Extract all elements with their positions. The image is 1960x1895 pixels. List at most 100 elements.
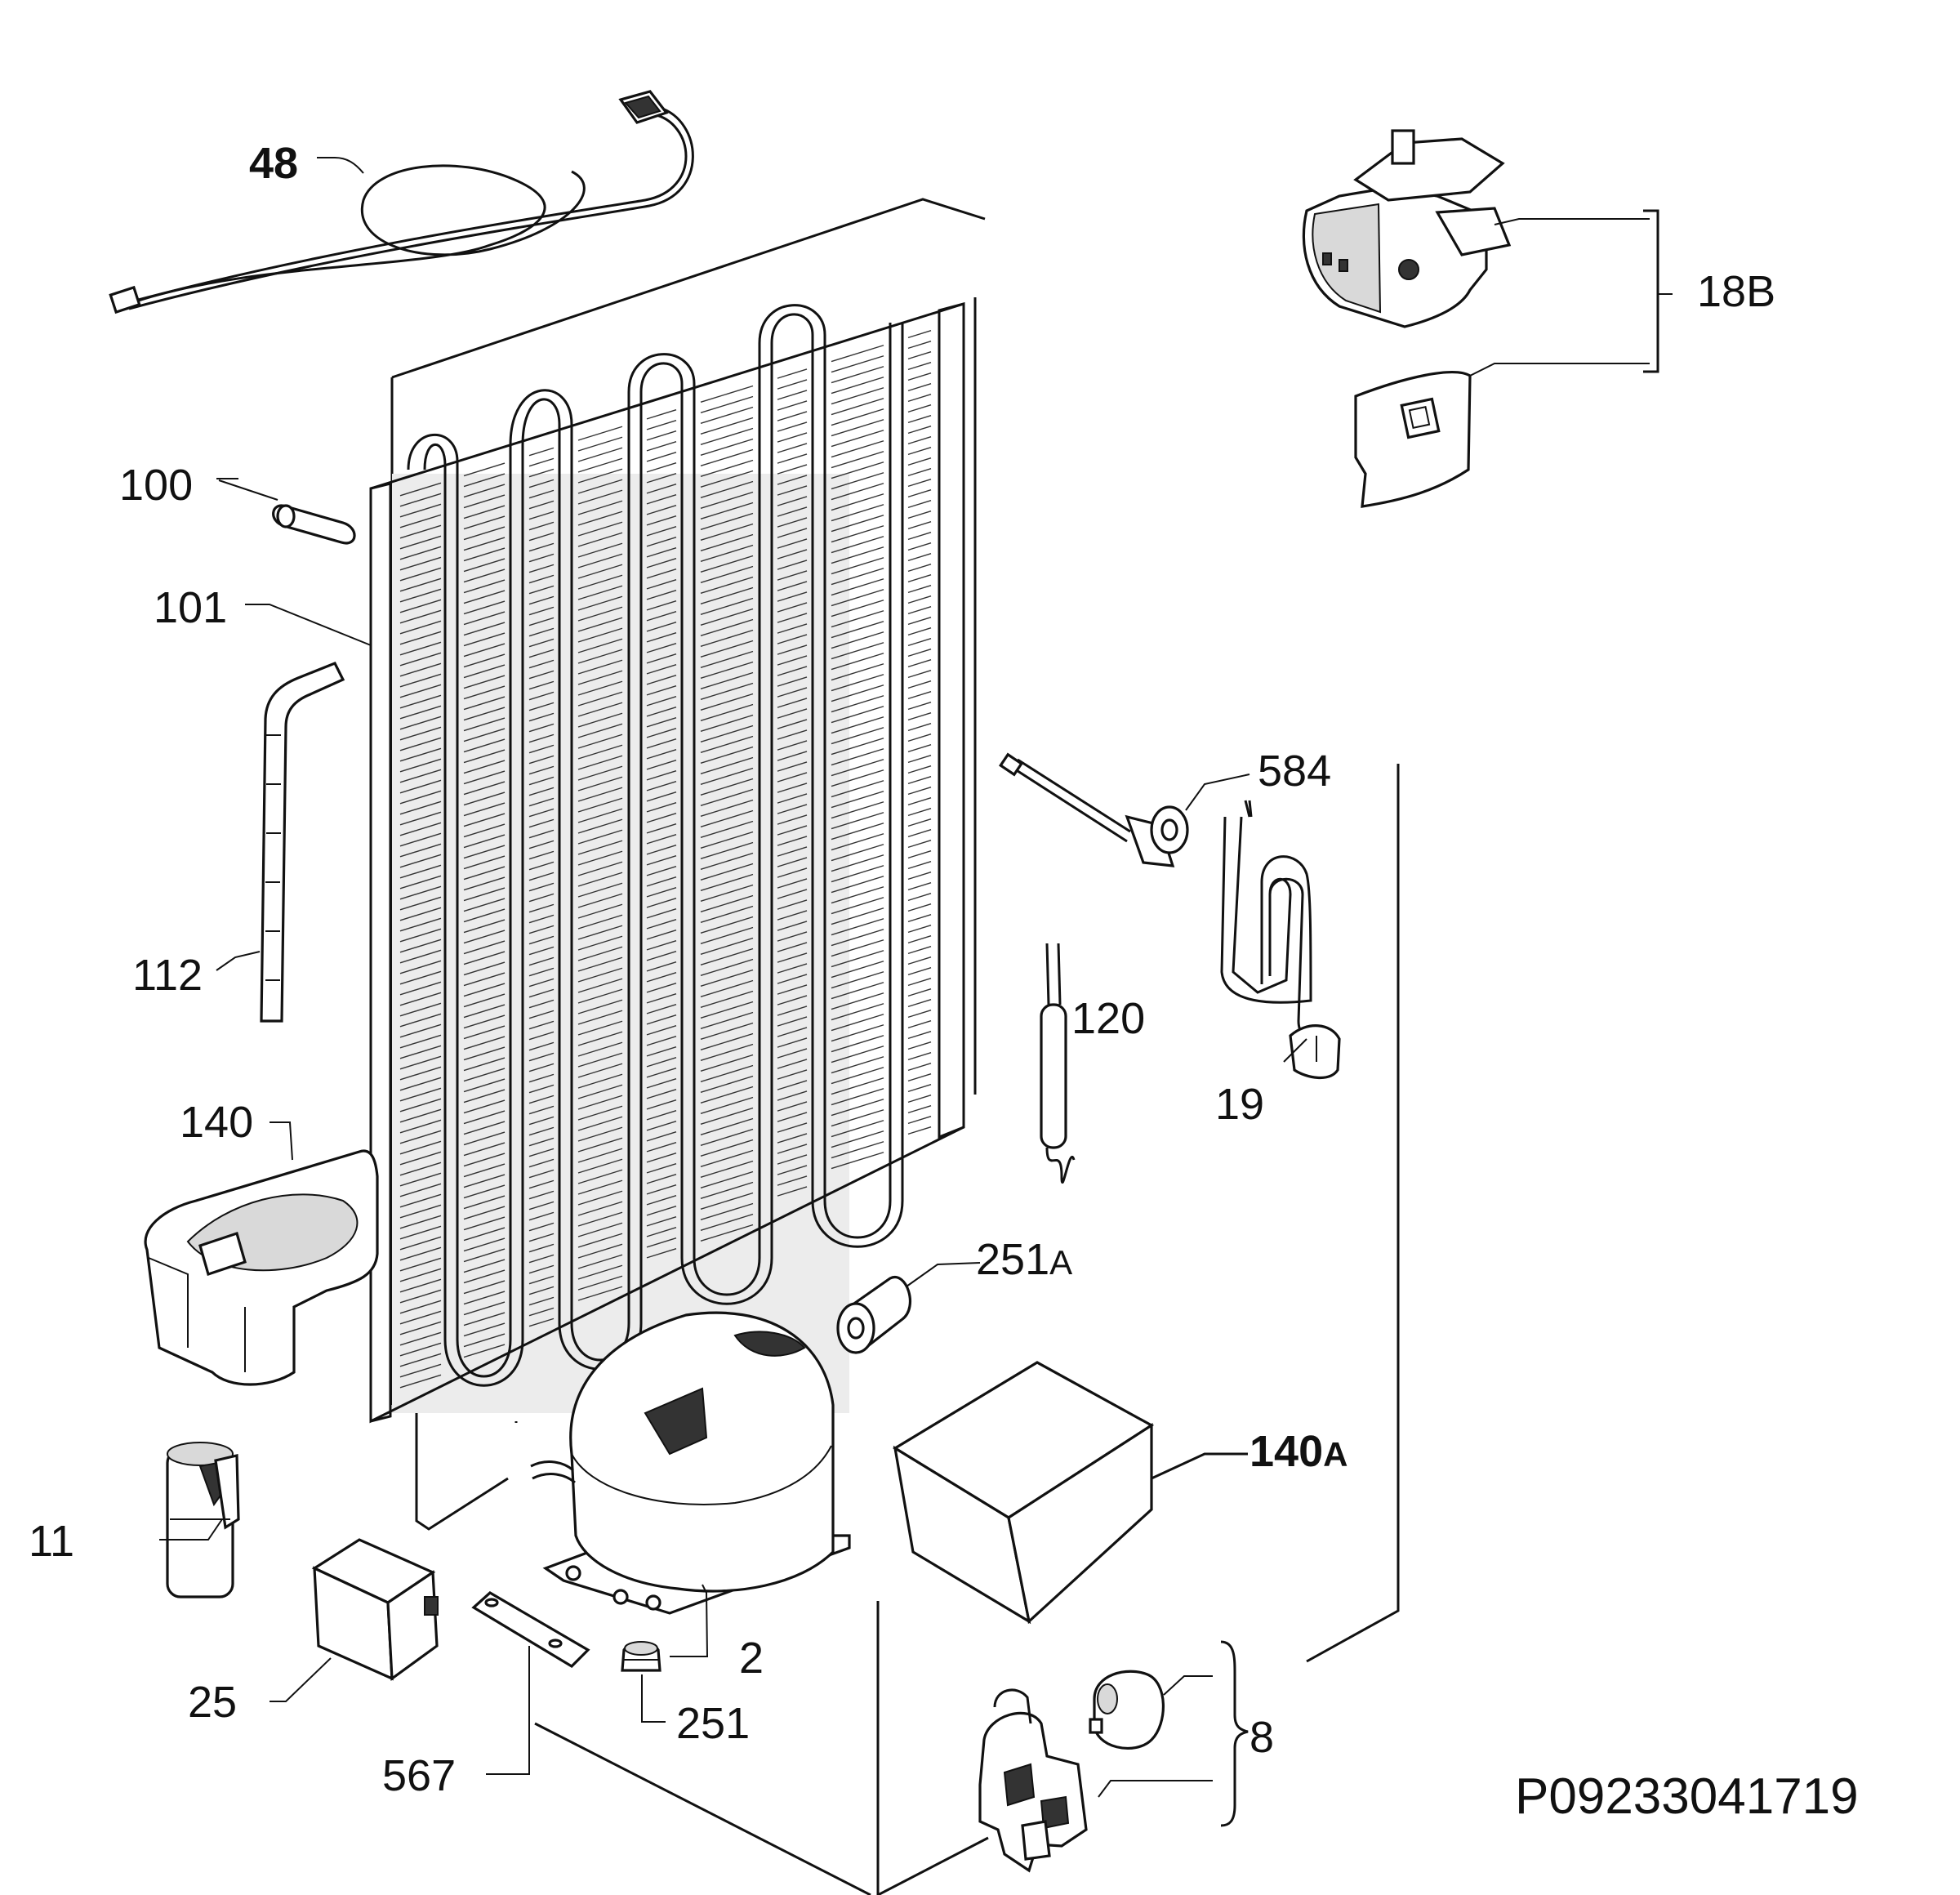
fin-line xyxy=(528,999,555,1009)
fin-line xyxy=(907,914,932,923)
fin-line xyxy=(528,1084,555,1094)
fin-line xyxy=(700,480,754,499)
fin-line xyxy=(831,642,884,660)
fin-line xyxy=(463,1036,506,1050)
leader-lines xyxy=(159,157,1307,1775)
fin-line xyxy=(831,971,884,989)
fin-line xyxy=(907,787,932,796)
fin-line xyxy=(907,755,932,764)
fin-line xyxy=(646,409,677,420)
fin-line xyxy=(577,861,623,876)
fin-line xyxy=(463,908,506,923)
fin-line xyxy=(831,748,884,766)
fin-line xyxy=(646,1036,677,1046)
fin-line xyxy=(646,972,677,983)
fin-line xyxy=(700,1043,754,1062)
fin-line xyxy=(528,1254,555,1264)
fin-line xyxy=(831,801,884,819)
fin-line xyxy=(831,451,884,469)
fin-line xyxy=(577,840,623,855)
fin-line xyxy=(463,770,506,785)
fin-line xyxy=(646,473,677,484)
fin-line xyxy=(700,1149,754,1168)
fin-line xyxy=(577,988,623,1004)
fin-line xyxy=(777,666,808,676)
fin-line xyxy=(777,421,808,432)
fin-line xyxy=(577,670,623,685)
fin-line xyxy=(700,1160,754,1179)
fin-line xyxy=(463,813,506,827)
fin-line xyxy=(907,479,932,488)
fin-line xyxy=(907,967,932,976)
fin-line xyxy=(777,942,808,952)
fin-line xyxy=(831,759,884,777)
fin-line xyxy=(399,1225,442,1240)
fin-line xyxy=(399,652,442,667)
fin-line xyxy=(463,728,506,742)
fin-line xyxy=(777,390,808,400)
fin-line xyxy=(577,1116,623,1131)
fin-line xyxy=(577,808,623,823)
fin-line xyxy=(831,780,884,798)
fin-line xyxy=(907,372,932,381)
fin-line xyxy=(907,489,932,498)
fin-line xyxy=(777,1059,808,1069)
fin-line xyxy=(777,549,808,560)
fin-line xyxy=(528,1031,555,1041)
fin-line xyxy=(700,427,754,446)
fin-line xyxy=(831,907,884,925)
fin-line xyxy=(646,696,677,707)
fin-line xyxy=(577,723,623,738)
fin-line xyxy=(646,940,677,951)
fin-line xyxy=(577,1105,623,1121)
fin-line xyxy=(831,1109,884,1127)
fin-line xyxy=(831,578,884,596)
fin-line xyxy=(831,472,884,490)
fin-line xyxy=(831,918,884,936)
fin-line xyxy=(577,776,623,791)
fin-line xyxy=(831,515,884,533)
fin-line xyxy=(646,494,677,505)
fin-line xyxy=(700,533,754,552)
fin-line xyxy=(577,1126,623,1142)
fin-line xyxy=(577,479,623,494)
fin-line xyxy=(777,517,808,528)
fin-line xyxy=(463,1004,506,1019)
fin-line xyxy=(399,800,442,815)
fin-line xyxy=(907,723,932,732)
fin-line xyxy=(528,702,555,711)
fin-line xyxy=(577,511,623,526)
fin-line xyxy=(463,887,506,902)
fin-line xyxy=(700,608,754,626)
relay-box xyxy=(311,1538,439,1682)
fin-line xyxy=(777,1037,808,1048)
fin-line xyxy=(463,1269,506,1284)
fin-line xyxy=(399,1140,442,1155)
fin-line xyxy=(646,728,677,738)
fin-line xyxy=(700,576,754,595)
fin-line xyxy=(577,1275,623,1291)
fin-line xyxy=(399,1300,442,1314)
fin-line xyxy=(646,430,677,441)
fin-line xyxy=(528,564,555,573)
fin-line xyxy=(700,597,754,616)
fin-line xyxy=(831,504,884,522)
fin-line xyxy=(777,634,808,644)
fin-line xyxy=(577,787,623,802)
bracket-18b xyxy=(1469,209,1673,377)
fin-line xyxy=(646,558,677,568)
fin-line xyxy=(777,623,808,634)
fin-line xyxy=(831,823,884,840)
fin-line xyxy=(399,694,442,709)
fin-line xyxy=(399,577,442,592)
fin-line xyxy=(528,542,555,552)
fin-line xyxy=(700,937,754,956)
fin-line xyxy=(528,776,555,786)
fin-line xyxy=(463,1078,506,1093)
fin-line xyxy=(528,691,555,701)
fin-line xyxy=(577,1095,623,1110)
fin-line xyxy=(528,1211,555,1221)
fin-line xyxy=(646,579,677,590)
fin-line xyxy=(700,1054,754,1072)
